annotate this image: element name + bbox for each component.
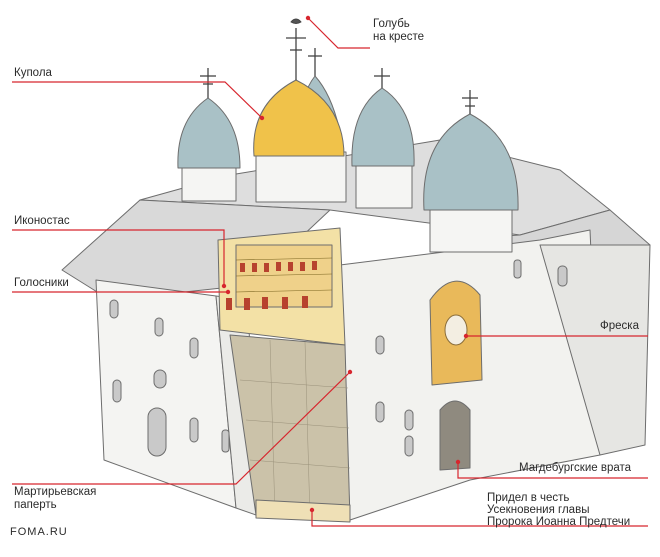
label-iconostasis: Иконостас <box>14 215 70 227</box>
label-dove: Голубь на кресте <box>373 18 424 44</box>
drum-front <box>355 159 413 209</box>
dome-left <box>177 97 241 169</box>
leader-iconostasis <box>12 229 225 286</box>
label-chapel-line3: Пророка Иоанна Предтечи <box>487 516 631 528</box>
leader-magdeburg-gates <box>457 462 648 479</box>
leader-chapel <box>311 510 648 527</box>
dove-icon <box>290 18 302 24</box>
label-porch-line1: Мартирьевская <box>14 486 97 498</box>
leader-domes <box>12 81 263 119</box>
magdeburg-gates-drawing <box>439 400 471 471</box>
leader-lines <box>12 17 648 527</box>
label-chapel-line1: Придел в честь <box>487 492 570 504</box>
drum-left <box>181 164 237 202</box>
iconostasis <box>235 244 333 308</box>
label-magdeburg-gates: Магдебургские врата <box>519 462 632 474</box>
porch-floor <box>255 499 351 523</box>
label-porch-line2: паперть <box>14 499 57 511</box>
leader-dove <box>307 17 370 49</box>
label-chapel: Придел в честь Усекновения главы Пророка… <box>487 492 630 528</box>
dome-right <box>423 113 519 211</box>
cathedral-drawing <box>61 18 651 523</box>
dome-front <box>351 87 415 167</box>
label-fresco: Фреска <box>600 320 639 332</box>
right-side-wall <box>539 244 651 456</box>
label-domes: Купола <box>14 67 52 79</box>
label-dove-line2: на кресте <box>373 31 425 43</box>
leader-porch <box>12 371 351 485</box>
dome-gold <box>253 79 345 157</box>
label-dove-line1: Голубь <box>373 18 410 30</box>
label-chapel-line2: Усекновения главы <box>487 504 590 516</box>
label-porch: Мартирьевская паперть <box>14 486 96 512</box>
drum-center <box>255 151 347 203</box>
label-golosniki: Голосники <box>14 277 69 289</box>
source-credit: FOMA.RU <box>10 526 68 538</box>
